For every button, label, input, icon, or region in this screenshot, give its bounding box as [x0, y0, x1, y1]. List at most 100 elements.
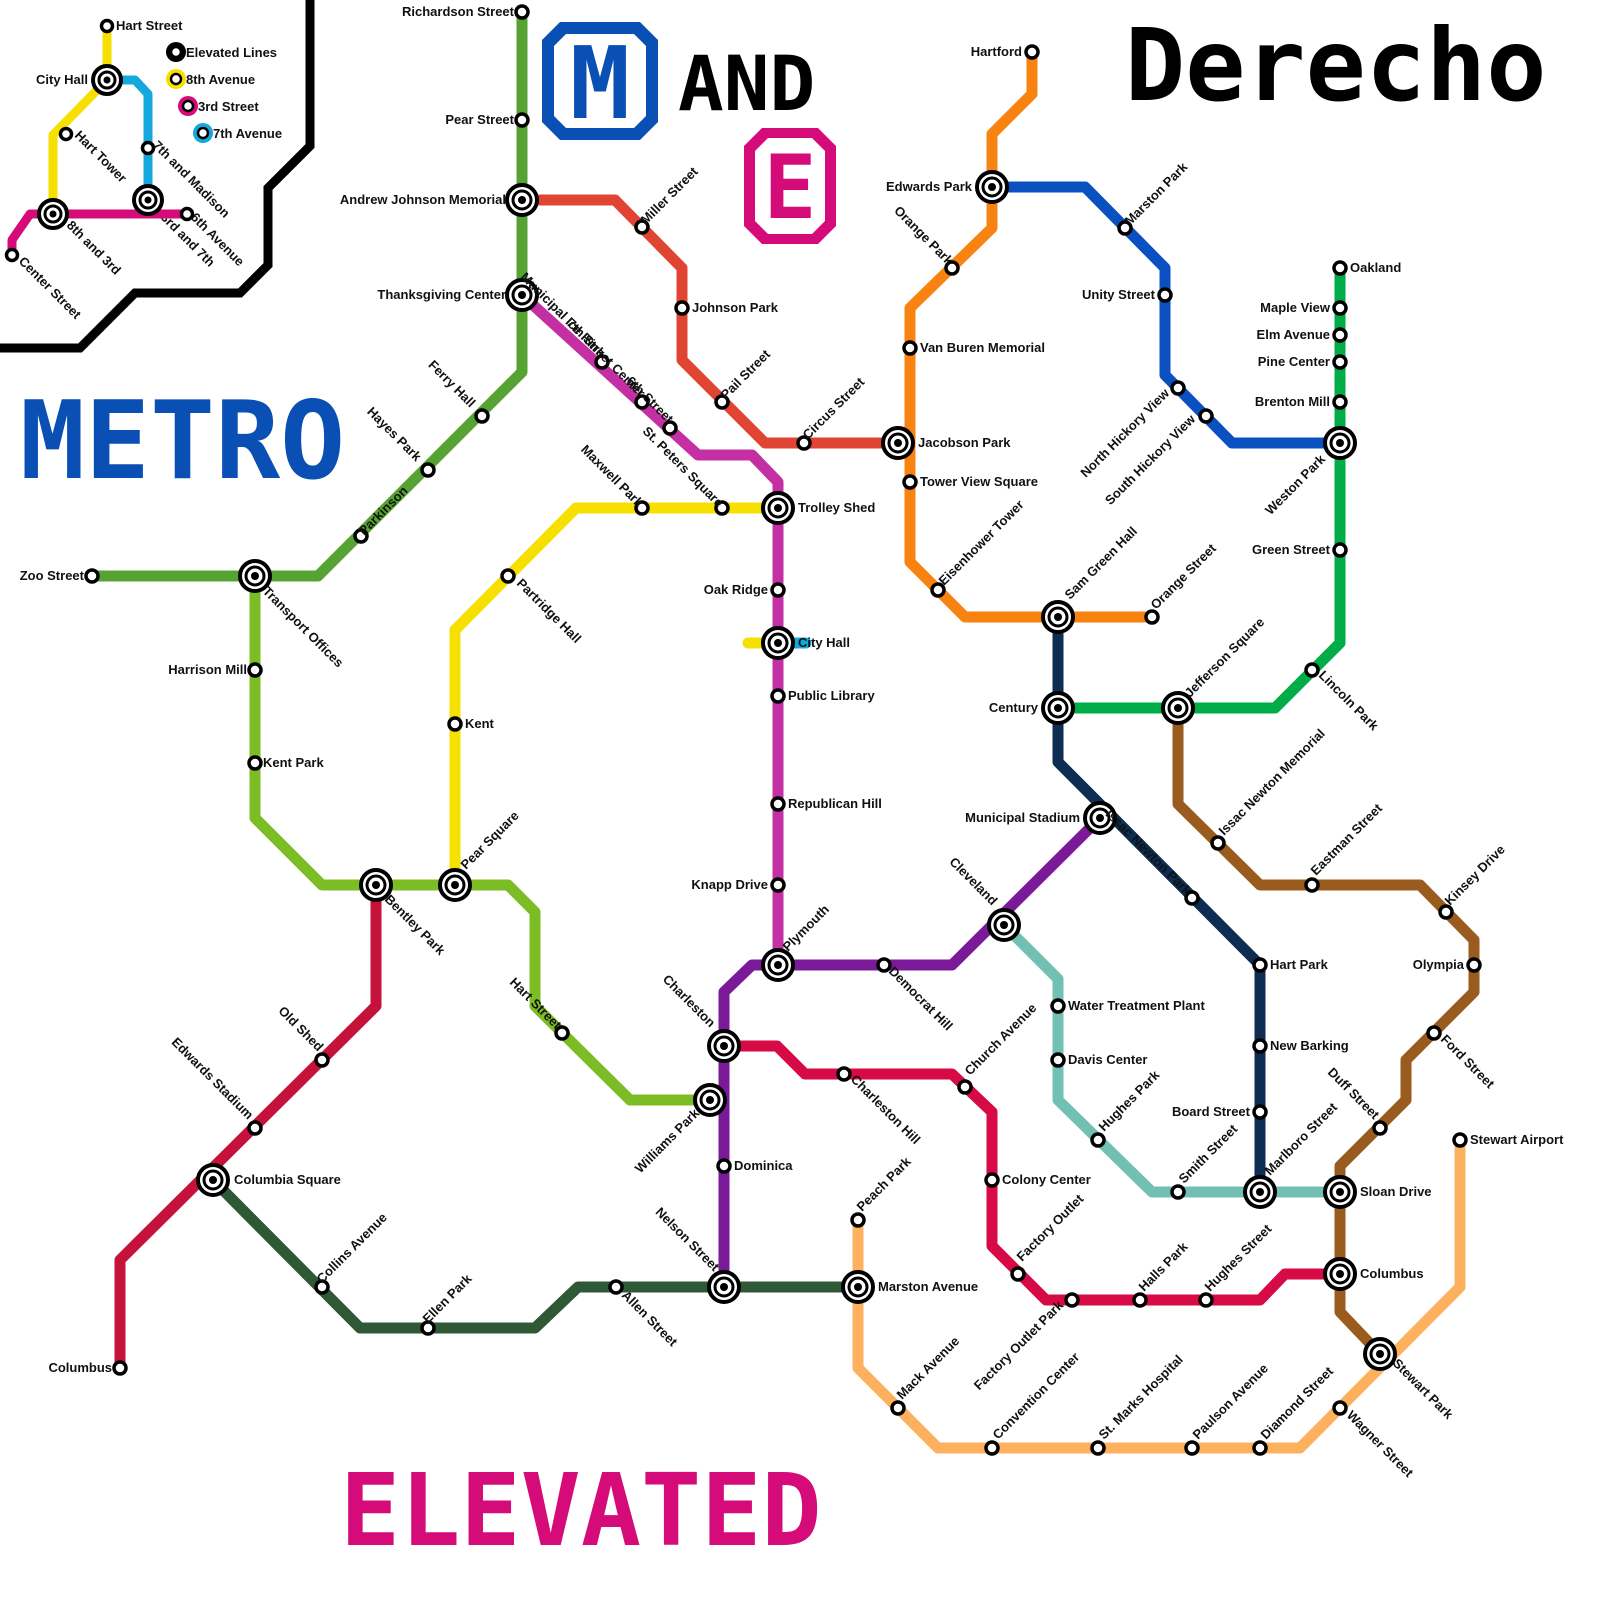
station-pine-center[interactable] [1334, 356, 1346, 368]
station-kent-park[interactable] [249, 757, 261, 769]
station-williams-park[interactable] [695, 1085, 725, 1115]
station-democrat-hill[interactable] [878, 959, 890, 971]
station-oakland[interactable] [1334, 262, 1346, 274]
station-church-avenue[interactable] [959, 1081, 971, 1093]
station-jacobson-park[interactable] [883, 428, 913, 458]
darkgreen-line [213, 1180, 858, 1328]
inset-station-7th-and-madison[interactable] [143, 143, 154, 154]
station-pear-square[interactable] [440, 870, 470, 900]
station-pear-street[interactable] [516, 114, 528, 126]
station-marlboro-street[interactable] [1245, 1177, 1275, 1207]
station-transport-offices[interactable] [240, 561, 270, 591]
station-water-treatment-plant[interactable] [1052, 1000, 1064, 1012]
station-marker [878, 959, 890, 971]
station-hughes-park[interactable] [1092, 1134, 1104, 1146]
station-board-street[interactable] [1254, 1106, 1266, 1118]
station-dominica[interactable] [718, 1160, 730, 1172]
station-edwards-park[interactable] [977, 172, 1007, 202]
station-old-shed[interactable] [316, 1054, 328, 1066]
station-orange-street[interactable] [1146, 611, 1158, 623]
station-eisenhower-tower[interactable] [932, 584, 944, 596]
station-north-hickory-view[interactable] [1172, 382, 1184, 394]
station-charleston[interactable] [709, 1031, 739, 1061]
station-hart-street[interactable] [556, 1027, 568, 1039]
station-public-library[interactable] [772, 690, 784, 702]
station-charleston-hill[interactable] [838, 1068, 850, 1080]
station-wagner-street[interactable] [1334, 1402, 1346, 1414]
station-plymouth[interactable] [763, 950, 793, 980]
station-republican-hill[interactable] [772, 798, 784, 810]
station-andrew-johnson-memorial[interactable] [507, 185, 537, 215]
station-richardson-street[interactable] [516, 6, 528, 18]
station-knapp-drive[interactable] [772, 879, 784, 891]
station-century[interactable] [1043, 693, 1073, 723]
station-ford-street[interactable] [1428, 1027, 1440, 1039]
station-sam-green-hall[interactable] [1043, 602, 1073, 632]
station-nelson-street[interactable] [709, 1272, 739, 1302]
station-oak-ridge[interactable] [772, 584, 784, 596]
station-davis-center[interactable] [1052, 1054, 1064, 1066]
station-issac-newton-memorial[interactable] [1212, 837, 1224, 849]
station-factory-outlet-park[interactable] [1066, 1294, 1078, 1306]
inset-station-city-hall[interactable] [93, 66, 121, 94]
station-label: Partridge Hall [514, 576, 584, 646]
station-elm-avenue[interactable] [1334, 329, 1346, 341]
inset-station-center-street[interactable] [7, 250, 18, 261]
station-colony-center[interactable] [986, 1174, 998, 1186]
station-ferry-hall[interactable] [476, 410, 488, 422]
inset-station-hart-street[interactable] [102, 21, 113, 32]
station-bentley-park[interactable] [361, 870, 391, 900]
inset-station-hart-tower[interactable] [61, 129, 72, 140]
station-zoo-street[interactable] [86, 570, 98, 582]
station-diamond-street[interactable] [1254, 1442, 1266, 1454]
station-peach-park[interactable] [852, 1214, 864, 1226]
station-marston-avenue[interactable] [843, 1272, 873, 1302]
station-hartford[interactable] [1026, 46, 1038, 58]
station-weston-park[interactable] [1325, 428, 1355, 458]
station-hart-park[interactable] [1254, 959, 1266, 971]
station-south-hickory-view[interactable] [1200, 410, 1212, 422]
station-trolley-shed[interactable] [763, 493, 793, 523]
inset-yellow-line [53, 26, 107, 214]
station-marker [1200, 1294, 1212, 1306]
station-partridge-hall[interactable] [502, 570, 514, 582]
inset-station-8th-and-3rd[interactable] [39, 200, 67, 228]
station-harrison-mill[interactable] [249, 664, 261, 676]
station-convention-center[interactable] [986, 1442, 998, 1454]
station-green-street[interactable] [1334, 544, 1346, 556]
station-label: Charleston Hill [848, 1072, 923, 1147]
station-hayes-park[interactable] [422, 464, 434, 476]
station-tower-view-square[interactable] [904, 476, 916, 488]
station-hughes-street[interactable] [1200, 1294, 1212, 1306]
inset-station-3rd-and-7th[interactable] [134, 186, 162, 214]
station-st-marks-hospital[interactable] [1092, 1442, 1104, 1454]
station-kinsey-drive[interactable] [1440, 906, 1452, 918]
station-halls-park[interactable] [1134, 1294, 1146, 1306]
station-new-barking[interactable] [1254, 1040, 1266, 1052]
station-smith-street[interactable] [1172, 1186, 1184, 1198]
station-duff-street[interactable] [1374, 1122, 1386, 1134]
station-olympia[interactable] [1468, 959, 1480, 971]
station-columbia-square[interactable] [198, 1165, 228, 1195]
station-kent[interactable] [449, 718, 461, 730]
station-maple-view[interactable] [1334, 302, 1346, 314]
station-mack-avenue[interactable] [892, 1402, 904, 1414]
station-city-hall[interactable] [763, 628, 793, 658]
station-johnson-park[interactable] [676, 302, 688, 314]
station-cleveland[interactable] [989, 910, 1019, 940]
station-paulson-avenue[interactable] [1186, 1442, 1198, 1454]
station-sloan-drive[interactable] [1325, 1177, 1355, 1207]
station-brenton-mill[interactable] [1334, 396, 1346, 408]
station-allen-street[interactable] [610, 1281, 622, 1293]
station-columbus[interactable] [1325, 1259, 1355, 1289]
station-columbus[interactable] [114, 1362, 126, 1374]
station-factory-outlet[interactable] [1012, 1268, 1024, 1280]
station-stewart-airport[interactable] [1454, 1134, 1466, 1146]
station-unity-street[interactable] [1159, 289, 1171, 301]
station-label: Issac Newton Memorial [1216, 726, 1328, 838]
station-van-buren-memorial[interactable] [904, 342, 916, 354]
station-eastman-street[interactable] [1306, 879, 1318, 891]
station-lincoln-park[interactable] [1306, 664, 1318, 676]
station-edwards-stadium[interactable] [249, 1122, 261, 1134]
inset-station-6th-avenue[interactable] [182, 209, 193, 220]
